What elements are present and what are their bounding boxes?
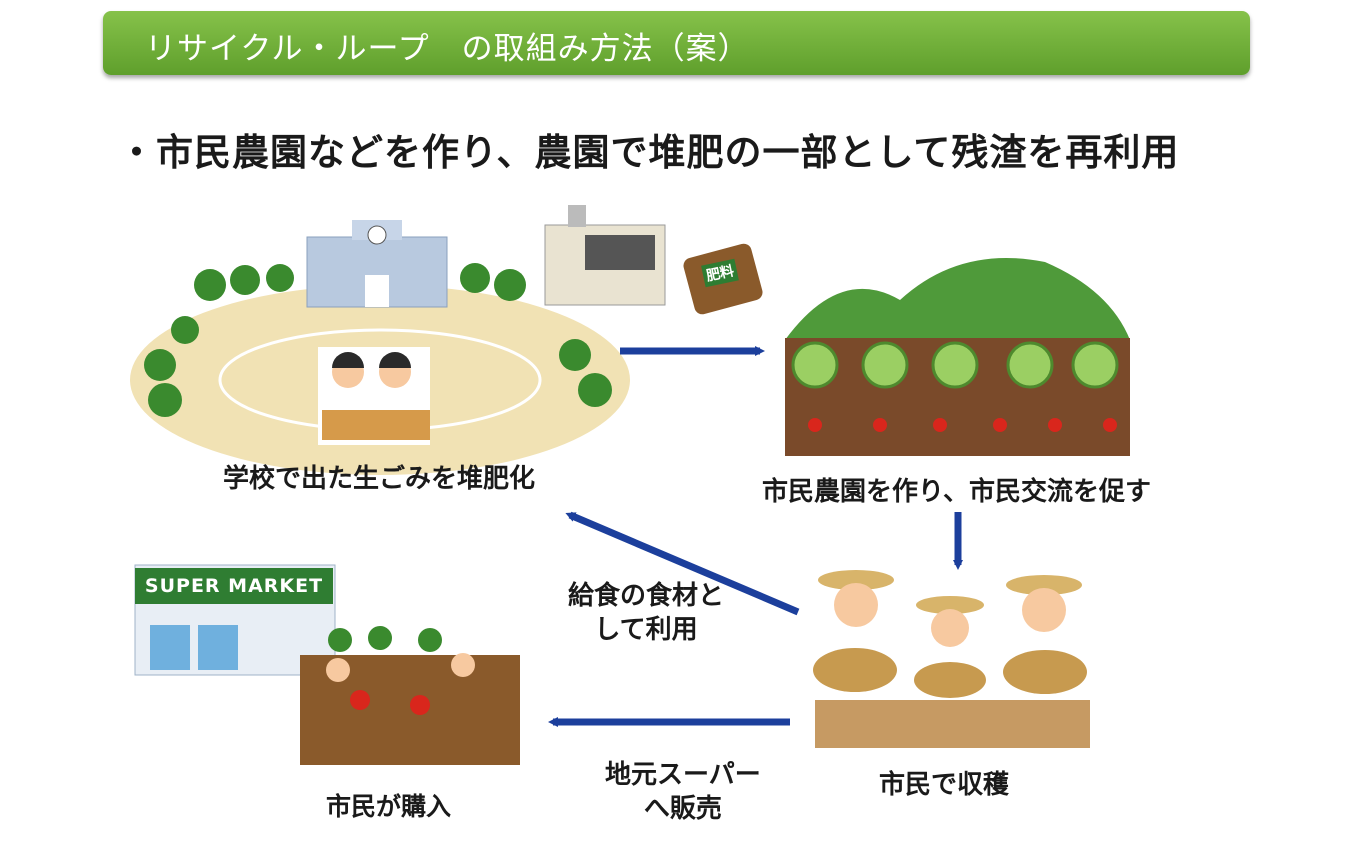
harvest-illustration — [813, 570, 1090, 748]
node-label-buy: 市民が購入 — [326, 792, 452, 821]
supermarket-sign: SUPER MARKET — [135, 568, 333, 604]
node-label-farm: 市民農園を作り、市民交流を促す — [762, 477, 1151, 507]
edge-label-supermarket-line2: へ販売 — [643, 794, 722, 824]
school-illustration — [130, 220, 630, 475]
arrow-harvest-to-school — [565, 511, 800, 616]
supermarket-illustration — [134, 564, 520, 765]
node-label-school: 学校で出た生ごみを堆肥化 — [223, 464, 536, 494]
title-bar: リサイクル・ループ の取組み方法（案） — [103, 11, 1250, 75]
edge-label-supermarket-line1: 地元スーパー — [605, 760, 761, 790]
page-title: リサイクル・ループ の取組み方法（案） — [145, 31, 750, 67]
edge-label-school-lunch-line1: 給食の食材と — [568, 581, 725, 611]
node-label-harvest: 市民で収穫 — [879, 770, 1010, 800]
edge-label-supermarket: 地元スーパー へ販売 — [605, 758, 761, 826]
subtitle-bullet: ・市民農園などを作り、農園で堆肥の一部として残渣を再利用 — [118, 131, 1180, 174]
edge-label-school-lunch: 給食の食材と して利用 — [568, 579, 724, 647]
farm-illustration — [785, 257, 1130, 456]
edge-label-school-lunch-line2: して利用 — [594, 615, 698, 645]
composter-illustration — [544, 205, 666, 306]
